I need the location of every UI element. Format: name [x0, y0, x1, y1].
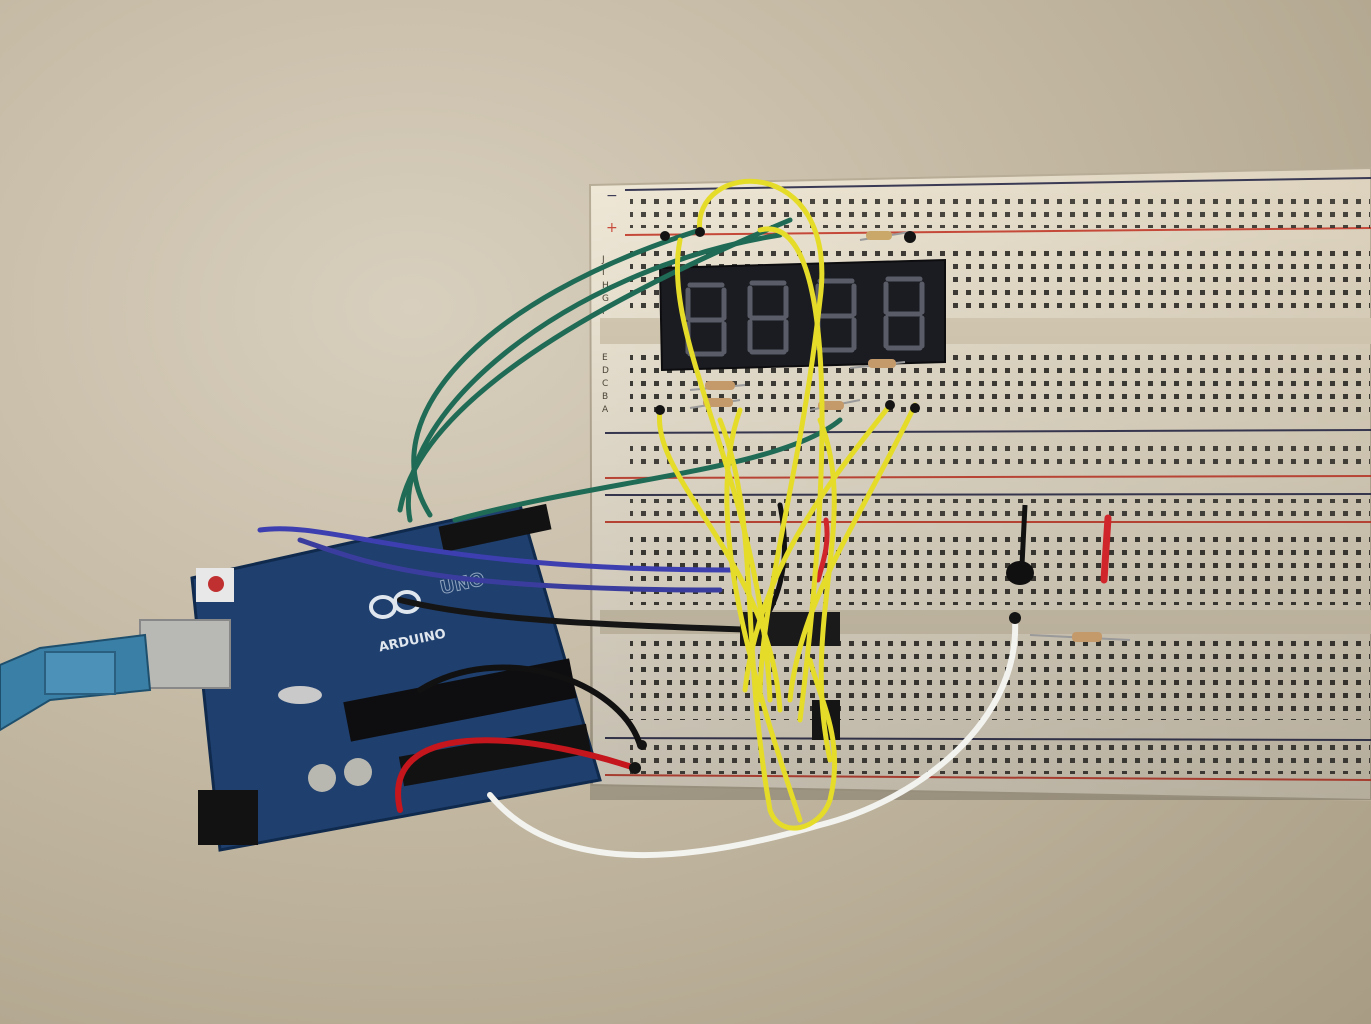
yellow-wire [724, 407, 803, 823]
yellow-wire [656, 407, 783, 713]
usb-cable [0, 633, 152, 732]
row-letter-g: G [602, 294, 609, 304]
crystal-oscillator [278, 686, 322, 704]
yellow-wire [717, 417, 838, 831]
resistor [849, 359, 906, 369]
display-digit-2 [747, 280, 789, 355]
row-letter-e: E [602, 353, 608, 363]
row-letter-j: J [601, 255, 605, 265]
temperature-sensor [1006, 561, 1034, 585]
breadboard: + − J I H G F E D C B A [588, 166, 1371, 802]
atmega-chip [343, 658, 577, 742]
wire-endpoints [629, 227, 1021, 774]
resistor [689, 381, 746, 391]
row-letter-i: I [602, 268, 605, 278]
black-wire [767, 502, 787, 613]
row-letter-f: F [602, 307, 607, 317]
display-digit-4 [883, 276, 925, 351]
resistor [859, 231, 911, 241]
green-wire [397, 217, 793, 513]
red-wire [395, 737, 638, 813]
capacitor [308, 764, 336, 792]
jumper-wires [257, 178, 1019, 858]
resistor [1029, 632, 1131, 642]
red-jumper-short [1100, 514, 1112, 584]
row-letter-b: B [602, 392, 608, 402]
black-wire [397, 597, 763, 633]
row-letter-c: C [602, 379, 608, 389]
blue-wire [257, 526, 733, 573]
row-letter-d: D [602, 366, 609, 376]
row-letters: J I H G F E D C B A [601, 255, 609, 415]
yellow-wire [787, 402, 918, 703]
yellow-wire [697, 178, 825, 703]
red-wire [815, 517, 830, 583]
resistor [689, 398, 741, 409]
rail-minus-label: − [606, 188, 618, 204]
rail-plus-label: + [606, 220, 618, 236]
usb-b-port [139, 619, 231, 689]
row-letter-h: H [602, 281, 609, 291]
black-wire [417, 664, 643, 748]
row-letter-a: A [602, 405, 609, 415]
white-wire [487, 617, 1019, 858]
arduino-uno-board: ARDUINO UNO [139, 503, 602, 852]
yellow-wire [817, 417, 837, 763]
power-jack [198, 790, 258, 845]
seven-segment-display [658, 258, 946, 372]
digital-header [438, 503, 552, 553]
capacitor [344, 758, 372, 786]
analog-header [398, 723, 592, 787]
blue-wire [297, 537, 723, 593]
